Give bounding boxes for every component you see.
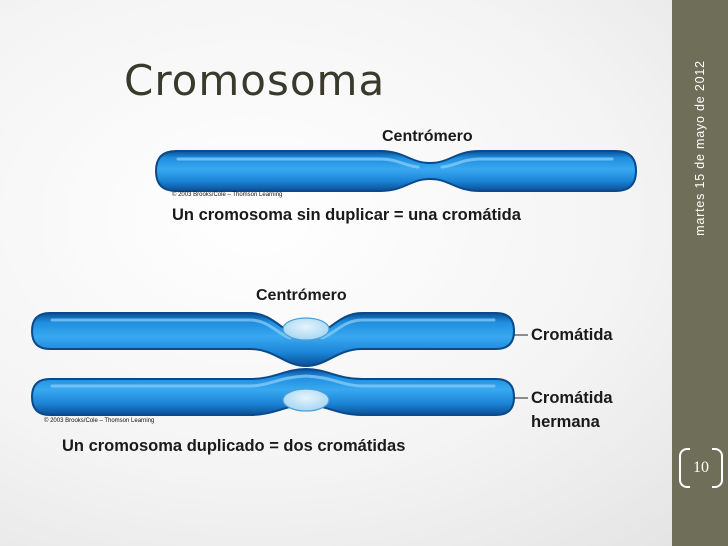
sidebar-date: martes 15 de mayo de 2012 (693, 60, 707, 236)
centromere-upper (282, 317, 330, 341)
chromatid-lower-highlight (50, 374, 496, 388)
caption-bottom: Un cromosoma duplicado = dos cromátidas (62, 437, 406, 455)
single-chromatid-highlight (176, 157, 614, 169)
chromatid-label: Cromátida (531, 326, 613, 344)
chromosome-diagram (30, 150, 638, 416)
copyright-top: © 2003 Brooks/Cole – Thomson Learning (172, 192, 283, 198)
slide-title: Cromosoma (124, 56, 386, 105)
copyright-bottom: © 2003 Brooks/Cole – Thomson Learning (44, 418, 155, 424)
duplicated-chromosome (30, 312, 516, 416)
left-bracket-icon (679, 448, 690, 488)
centromere-label-bottom: Centrómero (256, 287, 347, 304)
right-bracket-icon (712, 448, 723, 488)
chromatid-upper-highlight (50, 318, 496, 340)
single-chromatid (154, 150, 638, 192)
page-number: 10 (693, 459, 709, 476)
page-number-box: 10 (679, 448, 723, 488)
unduplicated-chromosome (154, 150, 638, 192)
chromatid-lower (30, 367, 516, 416)
centromere-lower (282, 388, 330, 412)
sister-chromatid-label-line1: Cromátida (531, 389, 613, 407)
centromere-label-top: Centrómero (382, 128, 473, 145)
sister-chromatid-label-line2: hermana (531, 413, 600, 431)
caption-top: Un cromosoma sin duplicar = una cromátid… (172, 206, 521, 224)
